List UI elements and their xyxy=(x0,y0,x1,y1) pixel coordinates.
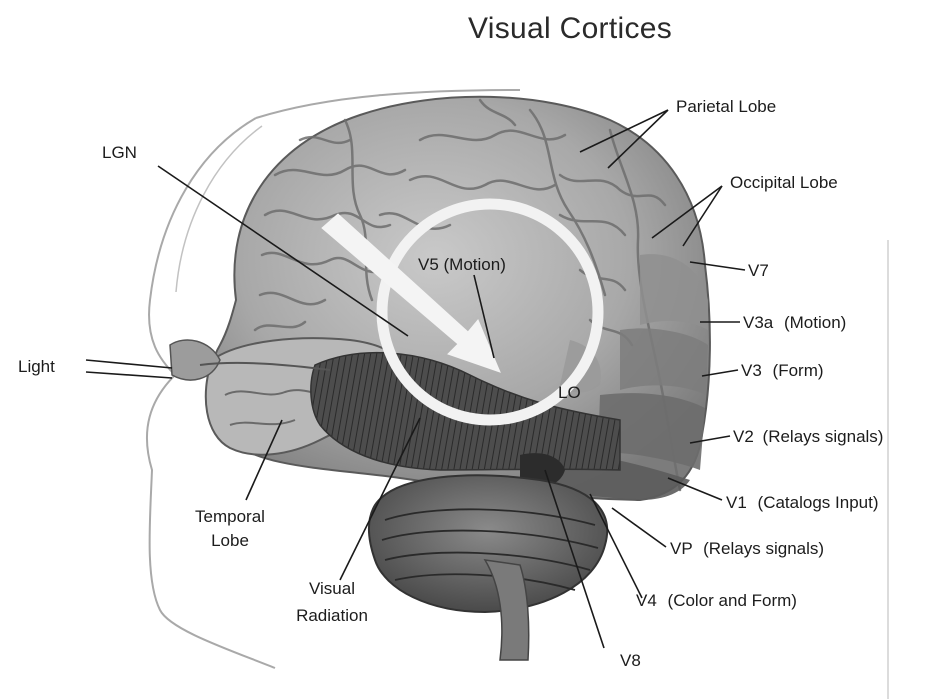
cerebellum xyxy=(369,475,607,612)
label-v8: V8 xyxy=(620,652,641,669)
label-v4: V4 (Color and Form) xyxy=(636,592,797,609)
label-vp: VP (Relays signals) xyxy=(670,540,824,557)
label-v3-code: V3 xyxy=(741,361,762,380)
label-visual-line2: Radiation xyxy=(280,607,384,624)
label-v4-desc: (Color and Form) xyxy=(668,591,797,610)
label-visual-radiation: Visual Radiation xyxy=(280,580,384,624)
label-v3: V3 (Form) xyxy=(741,362,824,379)
label-v2-desc: (Relays signals) xyxy=(763,427,884,446)
label-lgn: LGN xyxy=(102,144,137,161)
label-light: Light xyxy=(18,358,55,375)
label-vp-code: VP xyxy=(670,539,692,558)
label-v1: V1 (Catalogs Input) xyxy=(726,494,878,511)
label-temporal-line1: Temporal xyxy=(178,508,282,525)
label-v2-code: V2 xyxy=(733,427,754,446)
label-v3a-code: V3a xyxy=(743,313,773,332)
label-vp-desc: (Relays signals) xyxy=(703,539,824,558)
label-v3a-desc: (Motion) xyxy=(784,313,846,332)
label-v3a: V3a (Motion) xyxy=(743,314,846,331)
label-v1-code: V1 xyxy=(726,493,747,512)
label-temporal-line2: Lobe xyxy=(178,532,282,549)
label-occipital-lobe: Occipital Lobe xyxy=(730,174,838,191)
label-v2: V2 (Relays signals) xyxy=(733,428,883,445)
label-temporal-lobe: Temporal Lobe xyxy=(178,508,282,549)
diagram-title: Visual Cortices xyxy=(468,12,672,46)
label-v1-desc: (Catalogs Input) xyxy=(758,493,879,512)
label-v7: V7 xyxy=(748,262,769,279)
label-v4-code: V4 xyxy=(636,591,657,610)
label-lo: LO xyxy=(558,384,581,401)
label-parietal-lobe: Parietal Lobe xyxy=(676,98,776,115)
label-visual-line1: Visual xyxy=(280,580,384,597)
label-v5: V5 (Motion) xyxy=(418,256,506,273)
label-v3-desc: (Form) xyxy=(773,361,824,380)
